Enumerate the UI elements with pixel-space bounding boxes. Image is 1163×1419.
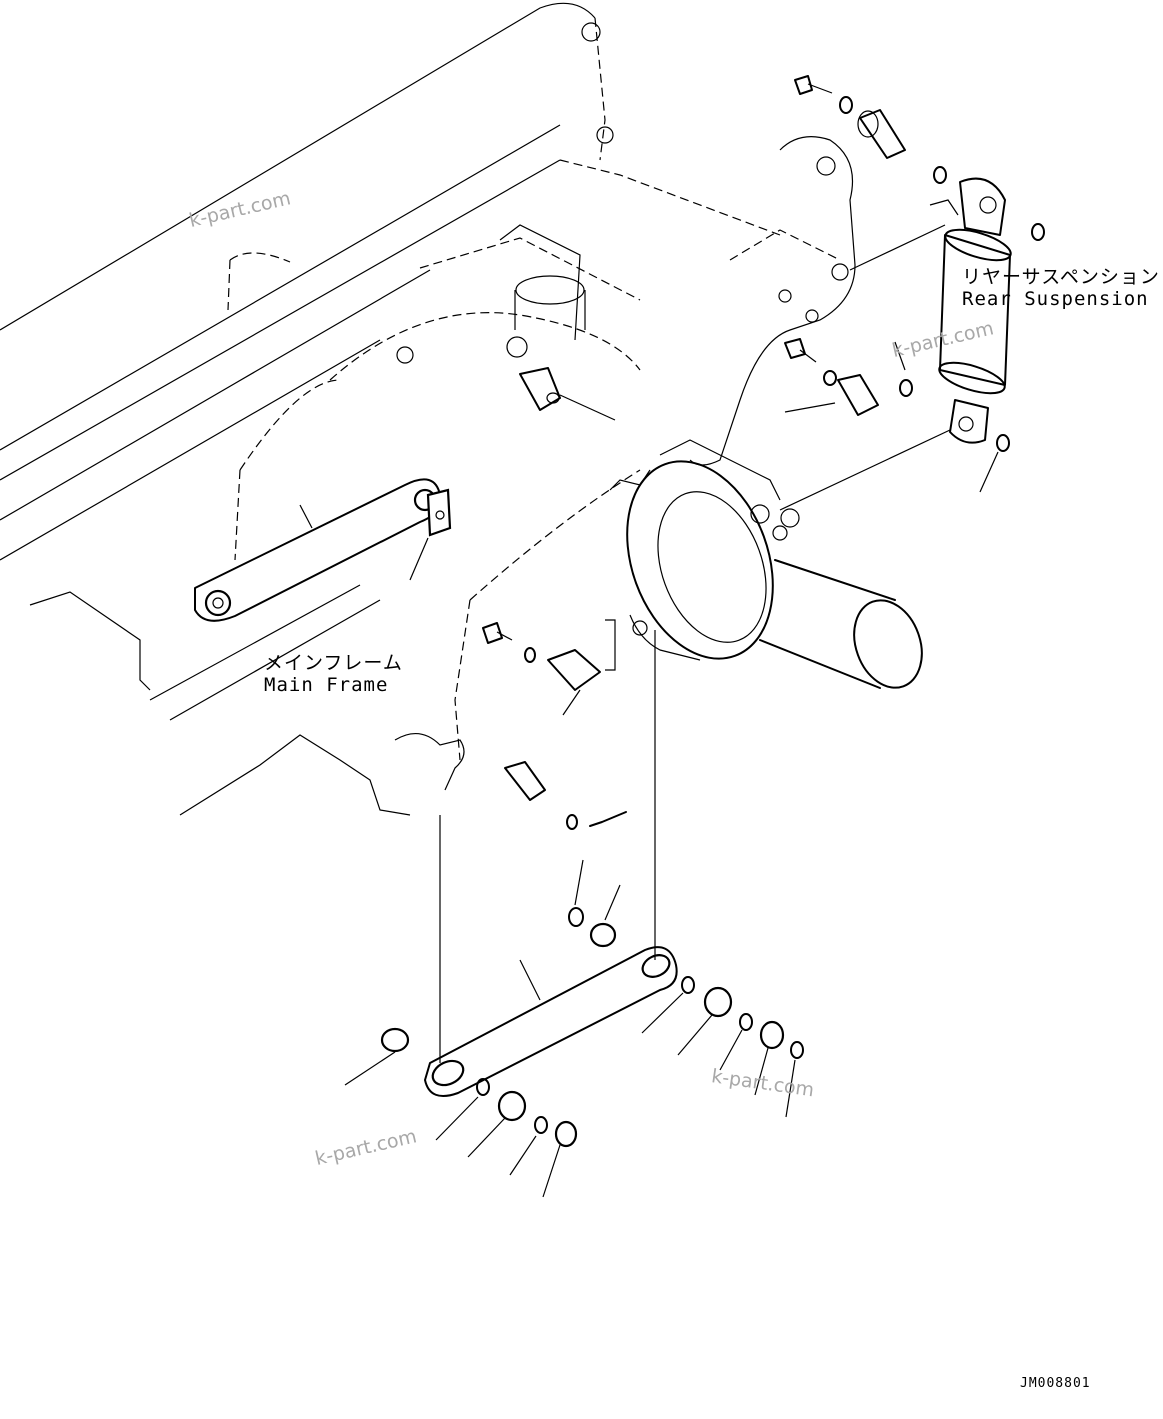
- leader-lines: [299, 224, 999, 1198]
- main-frame-outline: [0, 2, 856, 816]
- upper-link: [194, 478, 452, 622]
- rear-axle-housing: [609, 439, 923, 689]
- rear-suspension-label-en: Rear Suspension: [962, 288, 1149, 310]
- lower-link: [424, 946, 678, 1097]
- main-frame-label-en: Main Frame: [264, 674, 389, 696]
- drawing-code: JM008801: [1020, 1376, 1091, 1391]
- rear-suspension-cylinder: [929, 177, 1012, 444]
- rear-suspension-label-jp: リヤーサスペンション: [962, 266, 1160, 288]
- main-frame-label-jp: メインフレーム: [264, 652, 403, 674]
- pins-bolts-washers: [380, 75, 1045, 1148]
